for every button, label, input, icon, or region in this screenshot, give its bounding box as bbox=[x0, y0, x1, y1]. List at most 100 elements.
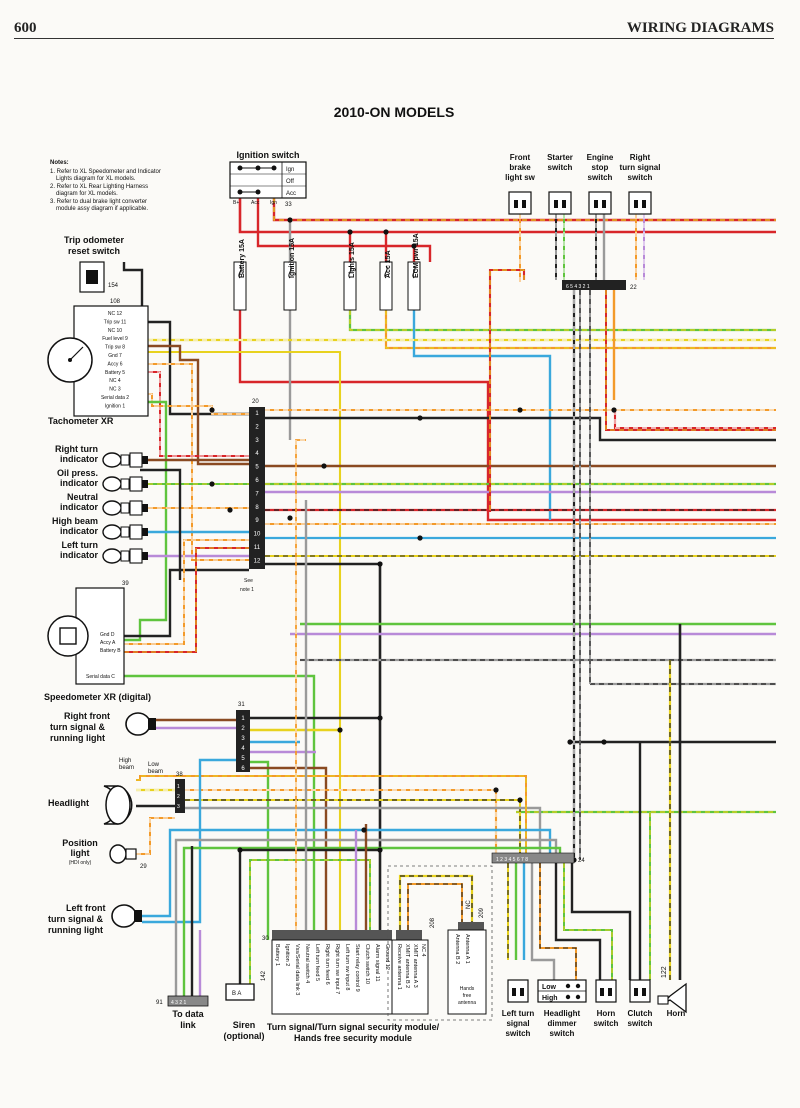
bottom-switch-label-3-1: switch bbox=[628, 1019, 653, 1028]
indicator-pin bbox=[142, 480, 148, 488]
speedo-pin-accy: Accy A bbox=[100, 640, 116, 646]
connector-24: 1 2 3 4 5 6 7 8 24 bbox=[491, 852, 585, 864]
wire bbox=[554, 863, 602, 980]
top-switch-label-1-1: switch bbox=[548, 163, 573, 172]
fuse-label-0: Battery 15A bbox=[239, 239, 246, 278]
top-switch-body bbox=[628, 191, 652, 215]
fuse-element bbox=[348, 265, 352, 279]
antenna-label-1: Hands bbox=[460, 986, 475, 992]
connector-38: 38 1 2 3 bbox=[175, 772, 185, 813]
indicator-label-4-1: indicator bbox=[60, 550, 99, 560]
splice-dot bbox=[209, 407, 215, 413]
connector-33-label: 33 bbox=[285, 202, 292, 208]
wire bbox=[250, 760, 270, 940]
dimmer-state-high: High bbox=[542, 995, 558, 1002]
splice-dot bbox=[517, 407, 523, 413]
off-position-label: Off bbox=[286, 179, 294, 185]
siren-optional: (optional) bbox=[224, 1031, 265, 1041]
fuse-label-2: Lights 15A bbox=[349, 242, 356, 278]
connector-208: 208 bbox=[430, 917, 436, 928]
splice-dot bbox=[567, 739, 573, 745]
headlight: High beam Low beam Headlight bbox=[48, 758, 163, 825]
indicator-socket bbox=[120, 502, 130, 514]
note-1-cont: Lights diagram for XL models. bbox=[56, 176, 136, 182]
data-link-label-1: To data bbox=[172, 1009, 204, 1019]
bottom-switch-body bbox=[629, 979, 651, 1003]
position-light-label-2: light bbox=[71, 848, 90, 858]
splice-dot bbox=[209, 481, 215, 487]
tach-pin-8: NC 4 bbox=[109, 378, 121, 384]
splice-dot bbox=[493, 787, 499, 793]
indicator-socket bbox=[120, 478, 130, 490]
splice-dot bbox=[287, 217, 293, 223]
c31-pin-4: 5 bbox=[241, 756, 245, 762]
fuse-element bbox=[238, 265, 242, 279]
dimmer-state-low: Low bbox=[542, 984, 557, 991]
tachometer-label: Tachometer XR bbox=[48, 416, 114, 426]
bottom-switch-label-2-1: switch bbox=[594, 1019, 619, 1028]
wire bbox=[412, 310, 552, 520]
wire bbox=[140, 468, 182, 580]
position-light: Position light (HDI only) 29 bbox=[62, 838, 147, 870]
c20-pin-9: 10 bbox=[254, 532, 261, 538]
high-beam-label-2: beam bbox=[119, 765, 134, 771]
c20-pin-2: 3 bbox=[255, 438, 259, 444]
switch-pin bbox=[642, 200, 646, 208]
tssm-pin-2: Vss/Serial data link 3 bbox=[294, 944, 300, 995]
siren-label: Siren bbox=[233, 1020, 256, 1030]
note-3-cont: module assy diagram if applicable. bbox=[56, 206, 148, 212]
connector-22-pins: 6 5 4 3 2 1 bbox=[566, 284, 590, 290]
wire-tracer bbox=[295, 439, 306, 940]
hfsm-pin-1: XMIT antenna B 2 bbox=[404, 944, 410, 988]
bottom-switch-label-1-0: Headlight bbox=[544, 1009, 581, 1018]
bottom-switch-label-0-2: switch bbox=[506, 1029, 531, 1038]
tssm-pin-8: Start relay control 9 bbox=[354, 944, 360, 992]
diagram-title: 2010-ON MODELS bbox=[334, 104, 455, 120]
connector-154: 154 bbox=[108, 283, 119, 289]
tssm-label-2: Hands free security module bbox=[294, 1033, 412, 1043]
splice-dot bbox=[337, 727, 343, 733]
wire-tracer bbox=[614, 410, 776, 429]
note-3: 3. Refer to dual brake light converter bbox=[50, 199, 147, 205]
top-switch-label-1-0: Starter bbox=[547, 153, 573, 162]
right-front-turn-signal: Right front turn signal & running light bbox=[50, 711, 156, 743]
tssm-pin-10: Alarm signal 11 bbox=[374, 944, 380, 982]
tach-pin-0: NC 12 bbox=[108, 311, 122, 317]
indicator-label-0-0: Right turn bbox=[55, 444, 98, 454]
wire-tracer bbox=[539, 863, 577, 980]
top-switch-label-0-2: light sw bbox=[505, 173, 536, 182]
fuse bbox=[283, 261, 297, 311]
top-switch-label-2-2: switch bbox=[588, 173, 613, 182]
hfsm-pin-0: Receive antenna 1 bbox=[396, 944, 402, 990]
c38-pin-1: 1 bbox=[177, 784, 180, 790]
antenna-pin-0: Antenna B 2 bbox=[454, 934, 460, 964]
dimmer-contact bbox=[565, 994, 571, 1000]
page-header-title: WIRING DIAGRAMS bbox=[626, 20, 774, 36]
fuse bbox=[233, 261, 247, 311]
indicator-pin bbox=[142, 504, 148, 512]
tach-pin-2: NC 10 bbox=[108, 328, 122, 334]
splice-dot bbox=[383, 229, 389, 235]
antenna-label-2: free bbox=[463, 993, 472, 999]
connector-24-number: 24 bbox=[578, 858, 585, 864]
switch-pin bbox=[608, 988, 612, 996]
indicator-connector bbox=[129, 476, 143, 492]
tach-pin-9: NC 3 bbox=[109, 387, 121, 393]
header-rule bbox=[14, 38, 774, 39]
wire-tracer bbox=[385, 310, 776, 349]
wire bbox=[570, 863, 632, 980]
tssm-pin-0: Battery 1 bbox=[274, 944, 280, 966]
indicator-connector bbox=[129, 452, 143, 468]
indicator-label-1-0: Oil press. bbox=[57, 468, 98, 478]
left-front-turn-signal: Left front turn signal & running light bbox=[48, 903, 142, 935]
tssm-pin-6: Right turn sw input 7 bbox=[334, 944, 340, 994]
wire bbox=[250, 766, 328, 940]
notes-heading: Notes: bbox=[50, 160, 69, 166]
wire-tracer bbox=[349, 310, 776, 331]
speedometer-label: Speedometer XR (digital) bbox=[44, 692, 151, 702]
speedo-pin-serial: Serial data C bbox=[86, 674, 115, 680]
connector-91: 91 bbox=[156, 1000, 163, 1006]
wire-tracer bbox=[407, 883, 463, 930]
